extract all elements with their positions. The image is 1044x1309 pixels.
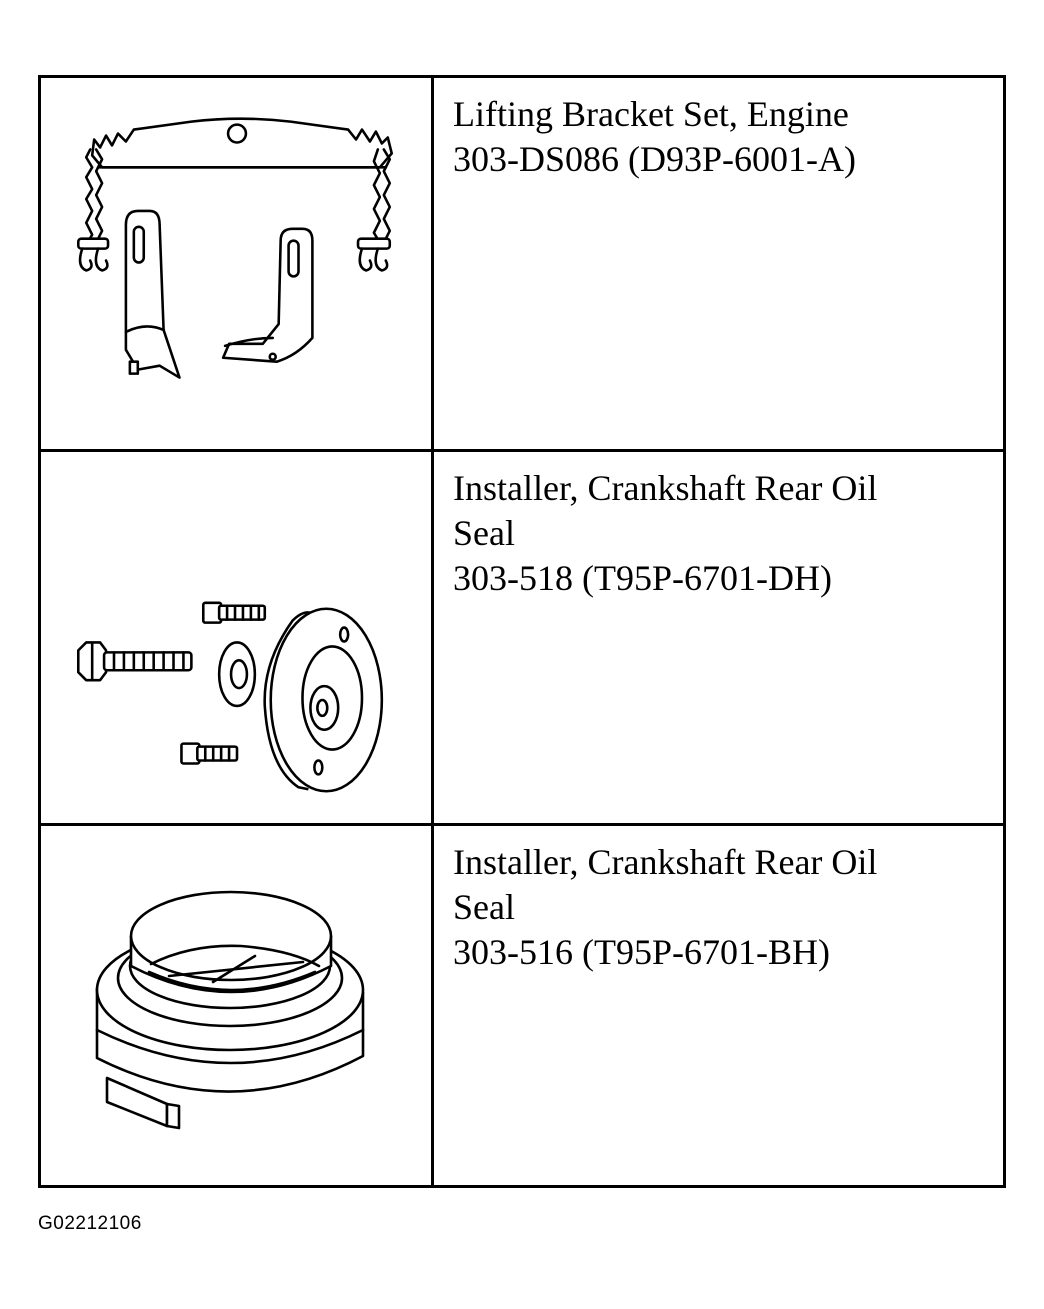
lifting-bracket-set-icon bbox=[76, 117, 394, 379]
tool-illustration-cell bbox=[41, 78, 434, 449]
tool-illustration-cell bbox=[41, 452, 434, 823]
tool-part-number: 303-518 (T95P-6701-DH) bbox=[453, 558, 832, 598]
crankshaft-seal-installer-ring-icon bbox=[95, 890, 365, 1130]
tool-description: Lifting Bracket Set, Engine 303-DS086 (D… bbox=[453, 92, 963, 182]
tool-description: Installer, Crankshaft Rear Oil Seal 303-… bbox=[453, 840, 963, 975]
tool-name: Installer, Crankshaft Rear Oil bbox=[453, 468, 878, 508]
tool-name: Installer, Crankshaft Rear Oil bbox=[453, 842, 878, 882]
tool-row: Lifting Bracket Set, Engine 303-DS086 (D… bbox=[41, 78, 1003, 452]
tool-part-number: 303-DS086 (D93P-6001-A) bbox=[453, 139, 856, 179]
tool-row: Installer, Crankshaft Rear Oil Seal 303-… bbox=[41, 452, 1003, 826]
figure-id: G02212106 bbox=[38, 1213, 142, 1234]
special-tools-table: Lifting Bracket Set, Engine 303-DS086 (D… bbox=[38, 75, 1006, 1188]
tool-part-number: 303-516 (T95P-6701-BH) bbox=[453, 932, 830, 972]
tool-row: Installer, Crankshaft Rear Oil Seal 303-… bbox=[41, 826, 1003, 1185]
tool-name: Lifting Bracket Set, Engine bbox=[453, 94, 849, 134]
tool-illustration-cell bbox=[41, 826, 434, 1185]
tool-description: Installer, Crankshaft Rear Oil Seal 303-… bbox=[453, 466, 963, 601]
tool-name-continued: Seal bbox=[453, 887, 515, 927]
crankshaft-seal-installer-plate-icon bbox=[76, 601, 384, 793]
tool-name-continued: Seal bbox=[453, 513, 515, 553]
